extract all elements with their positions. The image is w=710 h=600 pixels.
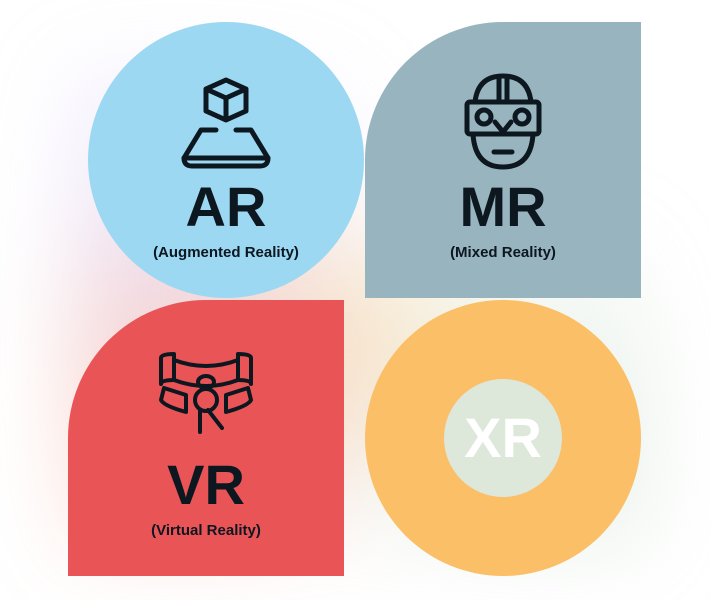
xr-inner-circle: XR [444, 379, 562, 497]
ar-subtitle: (Augmented Reality) [153, 244, 299, 261]
vr-subtitle: (Virtual Reality) [151, 522, 261, 539]
headset-face-icon [464, 73, 542, 170]
hologram-cube-icon [181, 77, 271, 169]
ar-tile: AR (Augmented Reality) [88, 22, 364, 298]
vr-immersion-icon [159, 352, 253, 434]
vr-tile: VR (Virtual Reality) [68, 300, 344, 576]
mr-title: MR [459, 175, 547, 238]
mr-subtitle: (Mixed Reality) [450, 244, 556, 261]
xr-tile: XR [365, 300, 641, 576]
mr-tile: MR (Mixed Reality) [365, 22, 641, 298]
vr-title: VR [167, 453, 245, 516]
ar-title: AR [185, 175, 267, 238]
xr-title: XR [464, 406, 542, 469]
